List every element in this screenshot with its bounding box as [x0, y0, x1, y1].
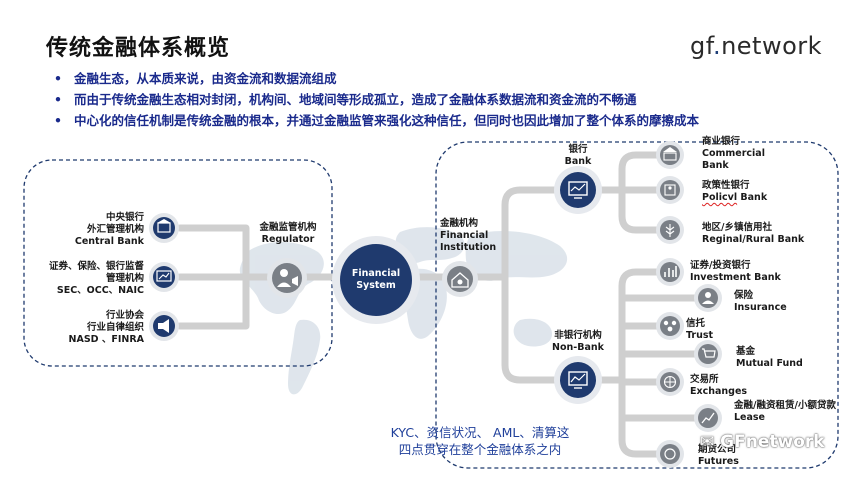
bullet-list: 金融生态，从本质来说，由资金流和数据流组成 而由于传统金融生态相对封闭，机构间、…: [52, 68, 699, 131]
investment-bank-label: 证券/投资银行 Investment Bank: [690, 260, 781, 283]
bank-label: 银行 Bank: [564, 144, 592, 167]
mutual-fund-label: 基金 Mutual Fund: [736, 346, 803, 369]
institution-hub-label: 金融机构 Financial Institution: [440, 218, 497, 253]
presentation-board-icon: [149, 262, 179, 292]
chat-bubble-icon: ✉: [700, 432, 721, 452]
brand-logo: gf.network: [690, 32, 822, 60]
policy-bank-label: 政策性银行 Policvl Bank: [702, 180, 768, 203]
kyc-note: KYC、资信状况、 AML、清算这 四点贯穿在整个金融体系之内: [390, 425, 570, 457]
people-building-icon: [656, 176, 684, 204]
growth-chart-icon: [694, 404, 722, 432]
world-map-background: [239, 227, 568, 395]
financial-system-label: Financial System: [351, 268, 401, 291]
group-icon: [656, 312, 684, 340]
cart-icon: [694, 340, 722, 368]
futures-label: 期货公司 Futures: [698, 444, 739, 467]
brand-main: gf: [690, 32, 713, 60]
wheat-icon: [656, 216, 684, 244]
insurance-label: 保险 Insurance: [734, 290, 787, 313]
brand-rest: network: [721, 32, 823, 60]
central-bank-label: 中央银行 外汇管理机构 Central Bank: [74, 212, 144, 247]
institution-group-border: [435, 141, 839, 469]
trust-label: 信托 Trust: [686, 318, 714, 341]
megaphone-icon: [149, 311, 179, 341]
regulator-hub-icon: [267, 258, 307, 298]
bullet-item: 中心化的信任机制是传统金融的根本，并通过金融监管来强化这种信任，但同时也因此增加…: [52, 110, 699, 131]
rural-bank-label: 地区/乡镇信用社 Reginal/Rural Bank: [702, 222, 805, 245]
bullet-item: 而由于传统金融生态相对封闭，机构间、地域间等形成孤立，造成了金融体系数据流和资金…: [52, 89, 699, 110]
person-icon: [694, 284, 722, 312]
page-title: 传统金融体系概览: [46, 36, 231, 61]
bank-node-icon: [554, 166, 602, 214]
non-bank-node-icon: [554, 356, 602, 404]
watermark: ✉ GFnetwork: [700, 432, 825, 452]
institution-hub-icon: [442, 261, 478, 297]
central-bank-icon: [149, 213, 179, 243]
lease-label: 金融/融资租赁/小额贷款 Lease: [734, 400, 836, 423]
bar-chart-icon: [656, 258, 684, 286]
financial-system-node: [332, 236, 420, 324]
regulator-hub-label: 金融监管机构 Regulator: [259, 222, 317, 245]
bullet-item: 金融生态，从本质来说，由资金流和数据流组成: [52, 68, 699, 89]
exchanges-label: 交易所 Exchanges: [690, 374, 748, 397]
coin-icon: [656, 440, 684, 468]
brand-dot: .: [712, 32, 722, 60]
globe-icon: [656, 368, 684, 396]
regulator-group-border: [23, 159, 333, 367]
association-label: 行业协会 行业自律组织 NASD 、FINRA: [68, 310, 144, 345]
non-bank-label: 非银行机构 Non-Bank: [552, 330, 604, 353]
commercial-bank-label: 商业银行 Commercial Bank: [702, 136, 765, 171]
bank-building-icon: [656, 141, 684, 169]
supervisor-label: 证券、保险、银行监督 管理机构 SEC、OCC、NAIC: [48, 261, 144, 296]
